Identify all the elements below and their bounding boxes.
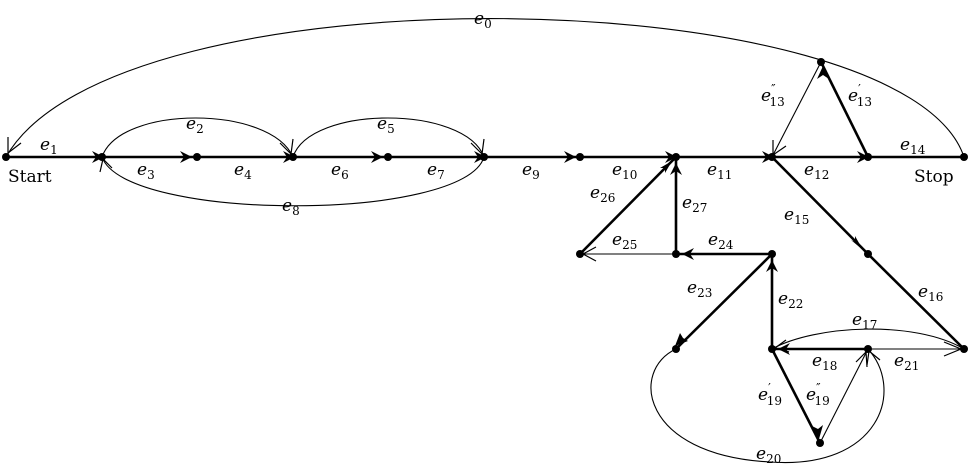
label-e10: e10 (612, 160, 637, 182)
label-e4: e4 (234, 160, 252, 182)
label-e9: e9 (522, 160, 540, 182)
edge-e13pp (771, 61, 822, 158)
arrow-e26 (660, 161, 672, 173)
edge-e19pp (819, 348, 869, 444)
label-e23: e23 (687, 278, 712, 300)
node (576, 153, 584, 161)
edge-e2 (101, 117, 294, 158)
edge-e15 (771, 156, 869, 255)
label-e19pp: e″19 (806, 381, 830, 408)
label-e19p: e′19 (758, 381, 782, 408)
label-e22: e22 (778, 289, 803, 311)
arrow-e12 (857, 151, 869, 163)
node-start (2, 153, 10, 161)
label-e21: e21 (894, 351, 919, 373)
node (817, 58, 825, 66)
arrow-e18 (778, 343, 790, 355)
arrow-e10 (665, 151, 677, 163)
label-e17: e17 (852, 310, 877, 332)
label-e27: e27 (682, 193, 707, 215)
node-stop (960, 153, 968, 161)
edge-e5 (292, 117, 485, 158)
node (98, 153, 106, 161)
arrow-e9 (564, 151, 576, 163)
node (672, 345, 680, 353)
arrow-e19p (812, 425, 823, 439)
edge-e19p (770, 348, 822, 444)
node (768, 345, 776, 353)
label-e2: e2 (186, 114, 204, 136)
nodes (2, 58, 968, 447)
node (576, 250, 584, 258)
arrow-e22 (766, 260, 778, 272)
edge-e8 (101, 156, 485, 207)
arrow-e27 (670, 163, 682, 175)
arrow-e0 (7, 137, 22, 155)
label-e25: e25 (612, 230, 637, 252)
label-e20: e20 (756, 444, 781, 466)
arrow-e23 (675, 333, 688, 346)
label-e5: e5 (377, 114, 395, 136)
node (672, 153, 680, 161)
edge-labels: e0 e1 e2 e3 e4 e5 e6 e7 e8 e9 e10 e11 e1… (40, 9, 943, 466)
node (864, 345, 872, 353)
label-e12: e12 (804, 160, 829, 182)
start-label: Start (8, 167, 52, 187)
arrow-e15 (851, 236, 863, 250)
node (289, 153, 297, 161)
edge-e23 (675, 253, 773, 350)
label-e0: e0 (474, 9, 492, 31)
edge-e16 (867, 253, 965, 350)
label-e7: e7 (427, 160, 445, 182)
node (864, 153, 872, 161)
node (193, 153, 201, 161)
edge-e20 (650, 348, 885, 464)
label-e18: e18 (812, 351, 837, 373)
edge-e17 (771, 328, 965, 350)
arrow-e24 (682, 248, 694, 260)
label-e13pp: e″13 (761, 82, 785, 109)
label-e3: e3 (137, 160, 155, 182)
stop-label: Stop (914, 167, 954, 187)
edge-e13p (819, 61, 870, 158)
edge-e0 (5, 18, 965, 158)
label-e1: e1 (40, 135, 58, 157)
label-e14: e14 (900, 135, 926, 157)
label-e24: e24 (708, 230, 734, 252)
node (480, 153, 488, 161)
label-e15: e15 (784, 205, 809, 227)
label-e11: e11 (707, 160, 732, 182)
node (960, 345, 968, 353)
node (768, 250, 776, 258)
node (816, 439, 824, 447)
node (864, 250, 872, 258)
node (672, 250, 680, 258)
label-e6: e6 (331, 160, 349, 182)
label-e16: e16 (918, 282, 943, 304)
label-e13p: e′13 (848, 82, 872, 109)
label-e26: e26 (590, 183, 615, 205)
arrow-e3 (180, 151, 192, 163)
arrow-e6 (371, 151, 383, 163)
edge-e26 (579, 156, 677, 255)
label-e8: e8 (282, 196, 300, 218)
node (384, 153, 392, 161)
arrow-e13p (817, 66, 829, 79)
node (768, 153, 776, 161)
